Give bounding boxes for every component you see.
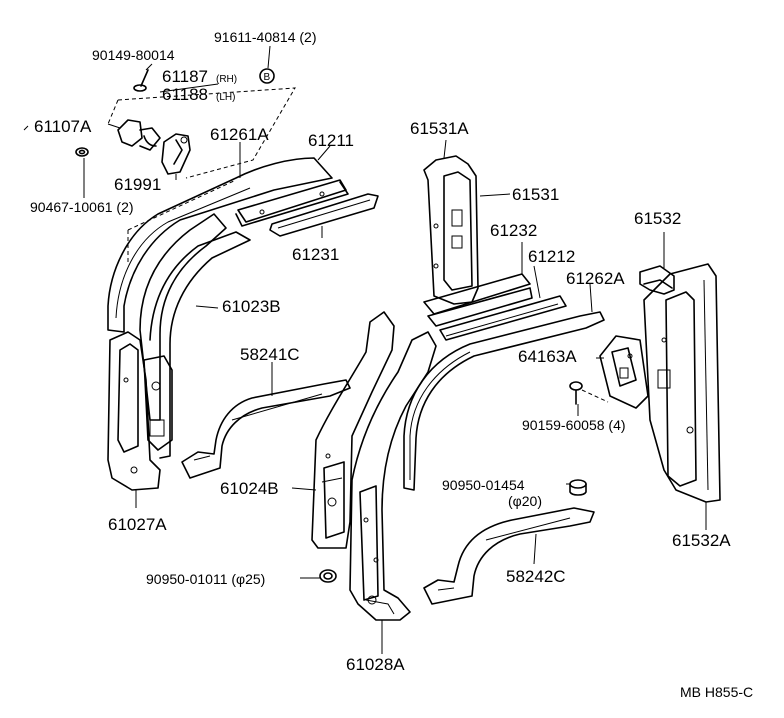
label-61231: 61231 <box>292 245 339 264</box>
screw-90159-60058 <box>569 381 609 405</box>
bolt-90149-80014 <box>133 69 149 92</box>
label-61991: 61991 <box>114 175 161 194</box>
label-61262a: 61262A <box>566 269 625 288</box>
part-64163a-bracket <box>599 335 649 409</box>
label-90950-01454: 90950-01454 <box>442 477 525 493</box>
part-58241c-wheelhouse <box>181 379 351 479</box>
part-61232-rail <box>423 273 533 327</box>
label-90950-01011: 90950-01011 (φ25) <box>146 571 265 587</box>
washer-90467-10061 <box>75 147 89 157</box>
part-61532a-rear-corner-pillar <box>643 263 721 503</box>
label-91611-40814: 91611-40814 (2) <box>214 29 316 45</box>
part-58242c-wheelhouse <box>423 507 595 605</box>
part-61212-rail <box>439 295 567 341</box>
label-61531: 61531 <box>512 185 559 204</box>
label-58241c: 58241C <box>240 345 300 364</box>
label-61188-side: (LH) <box>216 92 235 103</box>
part-61262a-quarter-rail <box>403 311 605 491</box>
label-61027a: 61027A <box>108 515 167 534</box>
label-61531a: 61531A <box>410 119 469 138</box>
label-61532: 61532 <box>634 209 681 228</box>
label-61187-side: (RH) <box>216 74 237 85</box>
dashed-guide-61027a <box>127 179 237 262</box>
part-61991-bracket <box>161 133 191 175</box>
label-61024b: 61024B <box>220 479 279 498</box>
label-90950-01454-diameter: (φ20) <box>508 493 542 509</box>
label-61212: 61212 <box>528 247 575 266</box>
part-61532-rear-corner <box>639 265 675 295</box>
clip-91611-40814: B <box>259 68 275 84</box>
label-61187: 61187 <box>162 67 208 86</box>
label-61023b: 61023B <box>222 297 281 316</box>
part-61107a-bracket <box>117 119 161 151</box>
part-61261a-roof-rail <box>107 157 333 333</box>
label-61028a: 61028A <box>346 655 405 674</box>
diagram-code: MB H855-C <box>680 684 753 700</box>
part-61028a-center-pillar <box>349 331 437 621</box>
part-61231-panel <box>269 193 379 237</box>
part-61027a-front-pillar <box>107 331 173 491</box>
plug-90950-01011 <box>319 569 337 583</box>
label-61188: 61188 <box>162 85 208 104</box>
plug-90950-01454 <box>569 479 587 496</box>
label-61532a: 61532A <box>672 531 731 550</box>
label-64163a: 64163A <box>518 347 577 366</box>
label-90467-10061: 90467-10061 (2) <box>30 199 134 215</box>
label-61232: 61232 <box>490 221 537 240</box>
dashed-callout-61187-61188 <box>107 87 296 179</box>
part-61531a-rear-pillar <box>423 155 479 305</box>
label-58242c: 58242C <box>506 567 566 586</box>
label-90159-60058: 90159-60058 (4) <box>522 417 626 433</box>
b-marker-label: B <box>264 72 271 83</box>
label-61211: 61211 <box>308 131 354 150</box>
leader-lines <box>23 45 707 654</box>
label-90149-80014: 90149-80014 <box>92 47 175 63</box>
part-61023b-front-pillar-inner <box>139 213 251 459</box>
part-61211-panel <box>235 179 349 227</box>
label-61107a: 61107A <box>34 117 92 136</box>
part-61024b-center-pillar <box>311 311 395 549</box>
label-61261a: 61261A <box>210 125 269 144</box>
